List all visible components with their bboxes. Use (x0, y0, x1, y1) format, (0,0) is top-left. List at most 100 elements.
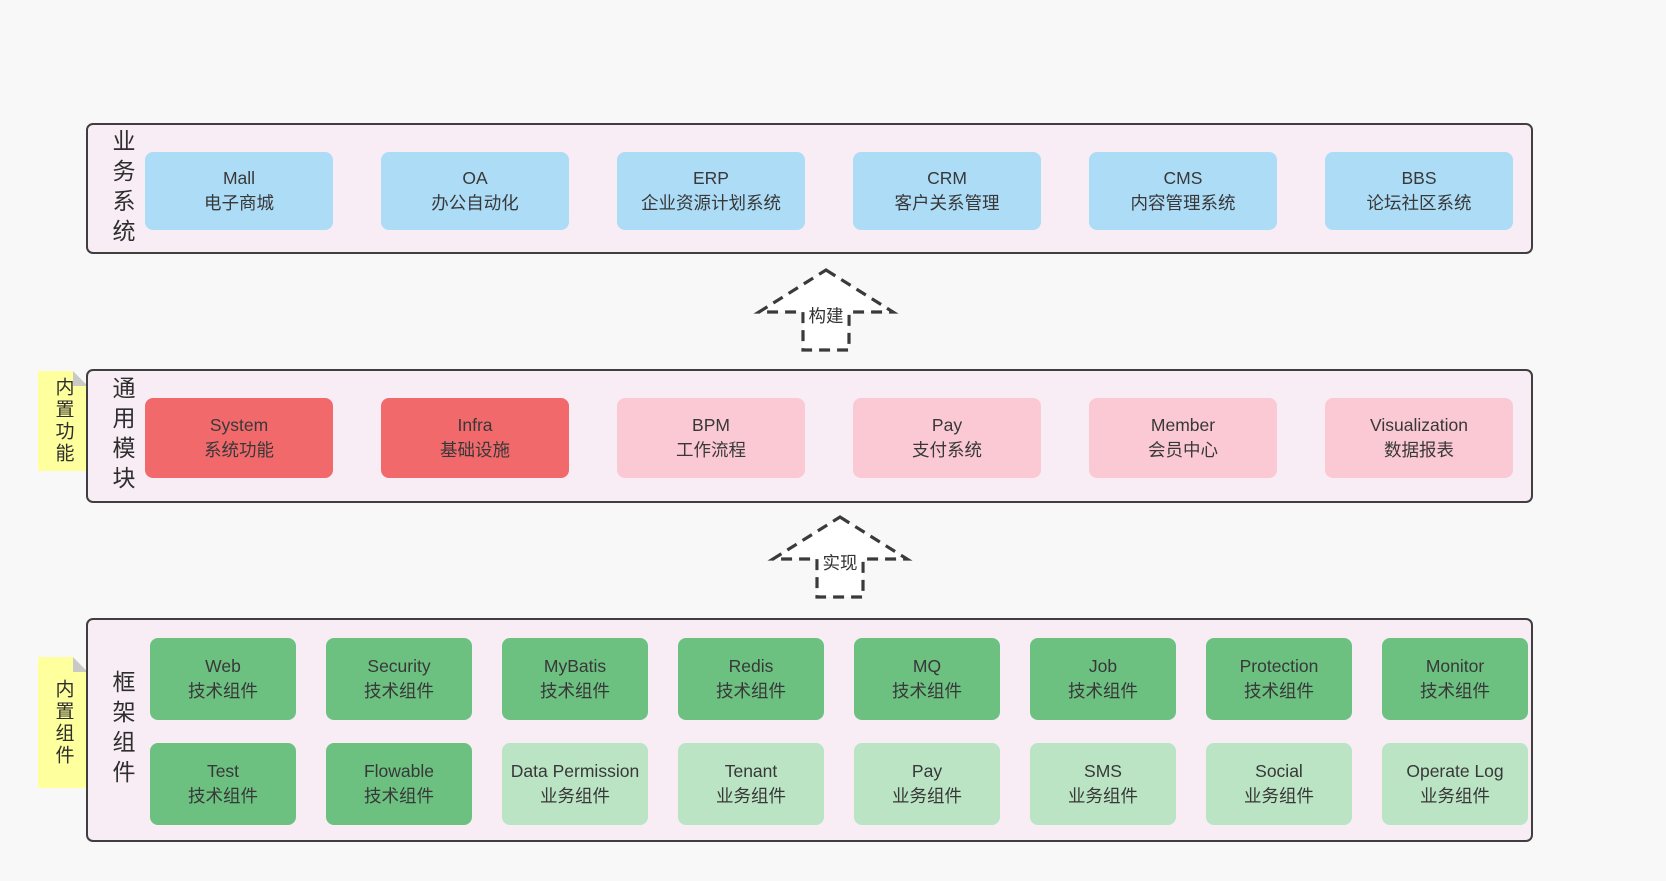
framework-components-row-2: Test 技术组件 Flowable 技术组件 Data Permission … (150, 743, 1528, 825)
box-title: Visualization (1370, 415, 1468, 435)
box-subtitle: 业务组件 (1068, 786, 1138, 806)
box-data-permission: Data Permission 业务组件 (502, 743, 648, 825)
box-subtitle: 支付系统 (912, 440, 982, 460)
box-title: ERP (693, 168, 729, 188)
box-test: Test 技术组件 (150, 743, 296, 825)
box-subtitle: 业务组件 (716, 786, 786, 806)
box-title: CRM (927, 168, 967, 188)
box-title: Web (205, 656, 241, 676)
box-subtitle: 论坛社区系统 (1366, 193, 1472, 213)
box-subtitle: 业务组件 (892, 786, 962, 806)
box-protection: Protection 技术组件 (1206, 638, 1352, 720)
arrow-implement-label: 实现 (818, 549, 862, 576)
note-label: 内置组件 (52, 678, 74, 767)
box-erp: ERP 企业资源计划系统 (617, 152, 805, 230)
box-mall: Mall 电子商城 (145, 152, 333, 230)
box-subtitle: 技术组件 (1420, 681, 1490, 701)
box-title: BPM (692, 415, 730, 435)
business-systems-row: Mall 电子商城 OA 办公自动化 ERP 企业资源计划系统 CRM 客户关系… (145, 152, 1513, 230)
note-built-in-components: 内置组件 (38, 657, 88, 788)
box-mybatis: MyBatis 技术组件 (502, 638, 648, 720)
box-title: OA (462, 168, 488, 188)
box-title: System (209, 415, 269, 435)
box-title: Tenant (724, 761, 778, 781)
box-title: Mall (222, 168, 256, 188)
box-member: Member 会员中心 (1089, 398, 1277, 478)
box-subtitle: 技术组件 (364, 681, 434, 701)
box-title: MQ (912, 656, 942, 676)
box-title: Test (206, 761, 240, 781)
box-system: System 系统功能 (145, 398, 333, 478)
box-subtitle: 企业资源计划系统 (641, 193, 781, 213)
box-title: Monitor (1425, 656, 1485, 676)
box-title: CMS (1163, 168, 1203, 188)
arrow-implement: 实现 (767, 515, 913, 599)
box-subtitle: 技术组件 (1244, 681, 1314, 701)
box-monitor: Monitor 技术组件 (1382, 638, 1528, 720)
box-visualization: Visualization 数据报表 (1325, 398, 1513, 478)
box-pay-component: Pay 业务组件 (854, 743, 1000, 825)
box-job: Job 技术组件 (1030, 638, 1176, 720)
box-title: Member (1150, 415, 1216, 435)
arrow-build-label: 构建 (804, 302, 848, 329)
box-flowable: Flowable 技术组件 (326, 743, 472, 825)
box-subtitle: 业务组件 (1244, 786, 1314, 806)
box-cms: CMS 内容管理系统 (1089, 152, 1277, 230)
note-built-in-functions: 内置功能 (38, 371, 88, 471)
common-modules-row: System 系统功能 Infra 基础设施 BPM 工作流程 Pay 支付系统… (145, 398, 1513, 478)
box-sms: SMS 业务组件 (1030, 743, 1176, 825)
box-subtitle: 内容管理系统 (1130, 193, 1236, 213)
box-subtitle: 客户关系管理 (894, 193, 1000, 213)
band-common-modules-label: 通用模块 (109, 376, 135, 496)
box-title: Infra (457, 415, 493, 435)
box-title: Data Permission (510, 761, 640, 781)
box-operate-log: Operate Log 业务组件 (1382, 743, 1528, 825)
box-subtitle: 基础设施 (440, 440, 510, 460)
box-bpm: BPM 工作流程 (617, 398, 805, 478)
box-pay-system: Pay 支付系统 (853, 398, 1041, 478)
box-title: Operate Log (1406, 761, 1504, 781)
box-subtitle: 技术组件 (540, 681, 610, 701)
box-mq: MQ 技术组件 (854, 638, 1000, 720)
box-redis: Redis 技术组件 (678, 638, 824, 720)
box-crm: CRM 客户关系管理 (853, 152, 1041, 230)
box-title: SMS (1084, 761, 1122, 781)
box-oa: OA 办公自动化 (381, 152, 569, 230)
band-common-modules: 通用模块 System 系统功能 Infra 基础设施 BPM 工作流程 Pay… (86, 369, 1533, 503)
box-subtitle: 技术组件 (188, 681, 258, 701)
box-subtitle: 业务组件 (1420, 786, 1490, 806)
box-bbs: BBS 论坛社区系统 (1325, 152, 1513, 230)
box-subtitle: 办公自动化 (431, 193, 519, 213)
box-title: Flowable (363, 761, 435, 781)
box-subtitle: 系统功能 (204, 440, 274, 460)
box-subtitle: 技术组件 (892, 681, 962, 701)
box-infra: Infra 基础设施 (381, 398, 569, 478)
framework-components-row-1: Web 技术组件 Security 技术组件 MyBatis 技术组件 Redi… (150, 638, 1528, 720)
band-business-systems: 业务系统 Mall 电子商城 OA 办公自动化 ERP 企业资源计划系统 CRM… (86, 123, 1533, 254)
box-subtitle: 工作流程 (676, 440, 746, 460)
band-business-systems-label: 业务系统 (109, 128, 135, 249)
box-title: Pay (931, 415, 963, 435)
band-framework-components: 框架组件 Web 技术组件 Security 技术组件 MyBatis 技术组件… (86, 618, 1533, 842)
note-label: 内置功能 (52, 377, 74, 465)
box-subtitle: 业务组件 (540, 786, 610, 806)
box-social: Social 业务组件 (1206, 743, 1352, 825)
box-title: Social (1255, 761, 1303, 781)
box-subtitle: 会员中心 (1148, 440, 1218, 460)
box-title: Job (1088, 656, 1118, 676)
box-subtitle: 技术组件 (364, 786, 434, 806)
arrow-build: 构建 (753, 268, 899, 352)
box-subtitle: 电子商城 (204, 193, 274, 213)
box-title: Security (367, 656, 431, 676)
box-title: MyBatis (543, 656, 607, 676)
box-web: Web 技术组件 (150, 638, 296, 720)
box-subtitle: 技术组件 (716, 681, 786, 701)
box-subtitle: 数据报表 (1384, 440, 1454, 460)
box-tenant: Tenant 业务组件 (678, 743, 824, 825)
box-title: Protection (1239, 656, 1319, 676)
box-subtitle: 技术组件 (188, 786, 258, 806)
band-framework-components-label: 框架组件 (109, 670, 135, 790)
box-security: Security 技术组件 (326, 638, 472, 720)
box-title: Pay (911, 761, 943, 781)
